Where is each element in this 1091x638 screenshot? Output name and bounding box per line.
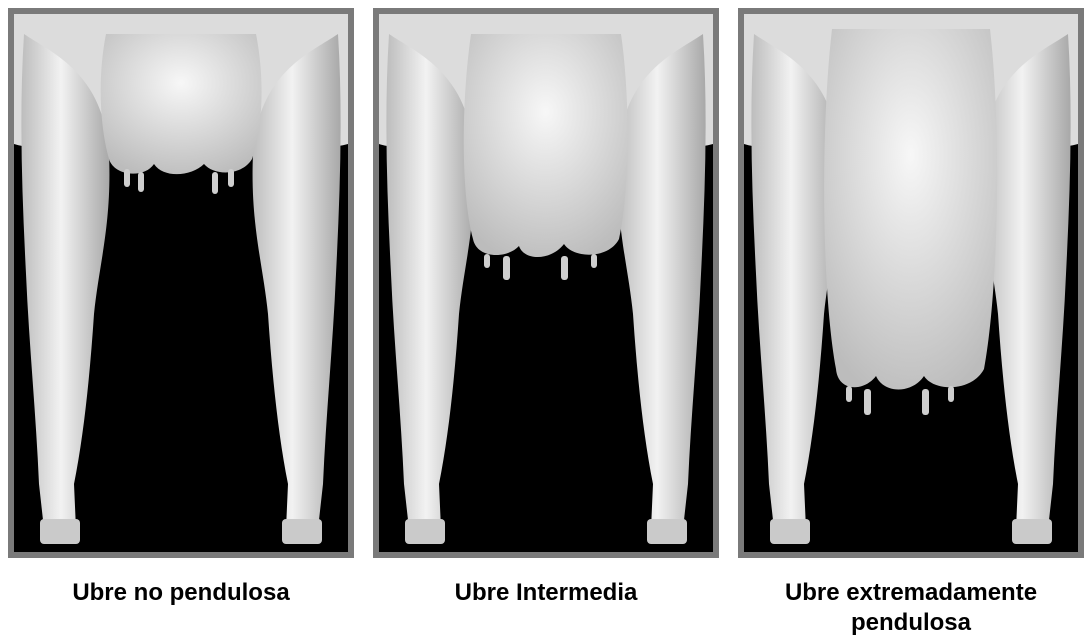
udder-icon bbox=[101, 34, 262, 174]
caption-intermedia: Ubre Intermedia bbox=[373, 578, 719, 608]
cow-rear-illustration bbox=[379, 14, 713, 552]
udder-icon bbox=[824, 29, 997, 390]
cow-rear-illustration bbox=[14, 14, 348, 552]
udder-figure-intermedia bbox=[373, 8, 719, 558]
udder-icon bbox=[464, 34, 628, 257]
cow-rear-illustration bbox=[744, 14, 1078, 552]
caption-no-pendulosa: Ubre no pendulosa bbox=[8, 578, 354, 608]
udder-figure-extremadamente-pendulosa bbox=[738, 8, 1084, 558]
caption-extremadamente-pendulosa: Ubre extremadamente pendulosa bbox=[738, 578, 1084, 638]
udder-figure-no-pendulosa bbox=[8, 8, 354, 558]
